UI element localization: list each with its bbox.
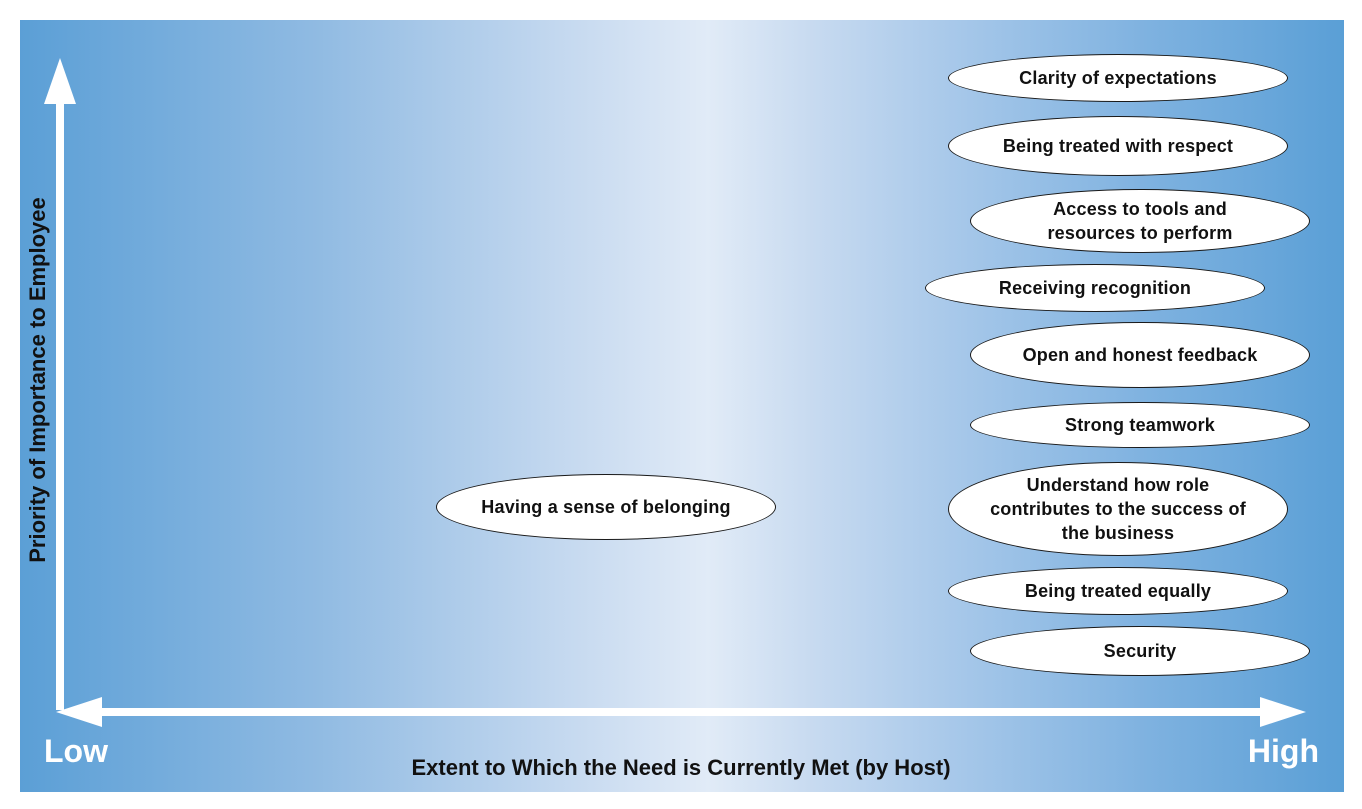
x-axis-label: Extent to Which the Need is Currently Me…: [411, 755, 951, 780]
low-label: Low: [44, 733, 108, 769]
y-axis-label: Priority of Importance to Employee: [25, 197, 50, 563]
need-bubble-belonging: Having a sense of belonging: [436, 474, 776, 540]
high-label: High: [1247, 733, 1319, 769]
y-axis-arrowhead: [44, 58, 76, 104]
need-bubble-equally: Being treated equally: [948, 567, 1288, 615]
need-bubble-clarity: Clarity of expectations: [948, 54, 1288, 102]
need-bubble-role: Understand how role contributes to the s…: [948, 462, 1288, 556]
x-axis-arrowhead-left: [56, 697, 102, 727]
need-bubble-security: Security: [970, 626, 1310, 676]
need-bubble-recognition: Receiving recognition: [925, 264, 1265, 312]
need-bubble-teamwork: Strong teamwork: [970, 402, 1310, 448]
x-axis-arrowhead-right: [1260, 697, 1306, 727]
need-bubble-tools: Access to tools and resources to perform: [970, 189, 1310, 253]
need-bubble-feedback: Open and honest feedback: [970, 322, 1310, 388]
need-bubble-respect: Being treated with respect: [948, 116, 1288, 176]
